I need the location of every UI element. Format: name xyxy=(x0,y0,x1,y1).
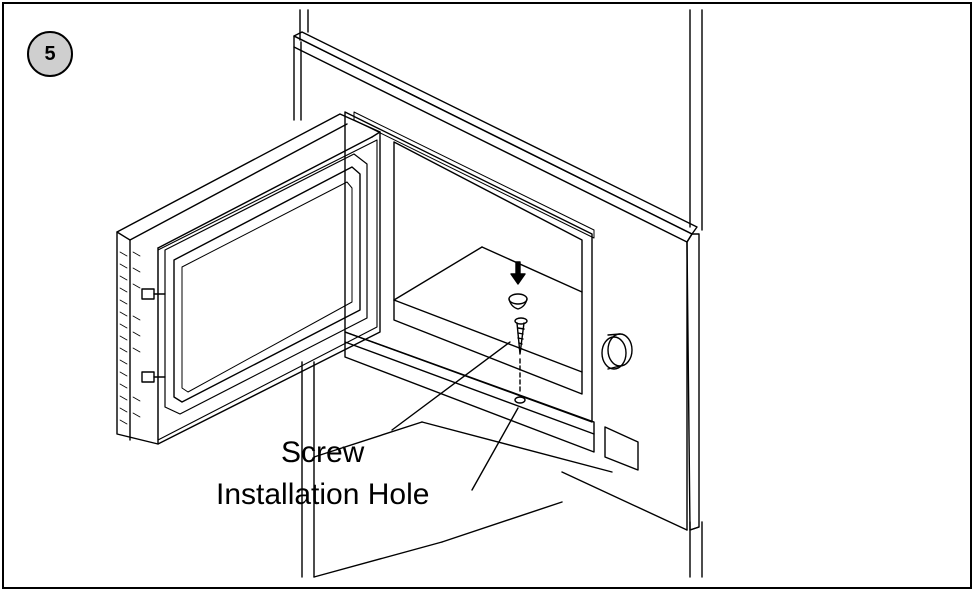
screw-label: Screw xyxy=(281,436,365,469)
installation-hole-label: Installation Hole xyxy=(216,478,430,511)
microwave-door xyxy=(116,113,381,445)
installation-illustration xyxy=(116,9,703,578)
cabinet xyxy=(299,9,703,578)
down-arrow-icon xyxy=(510,261,526,285)
screw-assembly xyxy=(508,261,528,404)
microwave-frame xyxy=(293,31,700,531)
leader-lines xyxy=(391,341,519,491)
step-number-badge: 5 xyxy=(27,31,73,77)
step-number: 5 xyxy=(44,42,56,65)
